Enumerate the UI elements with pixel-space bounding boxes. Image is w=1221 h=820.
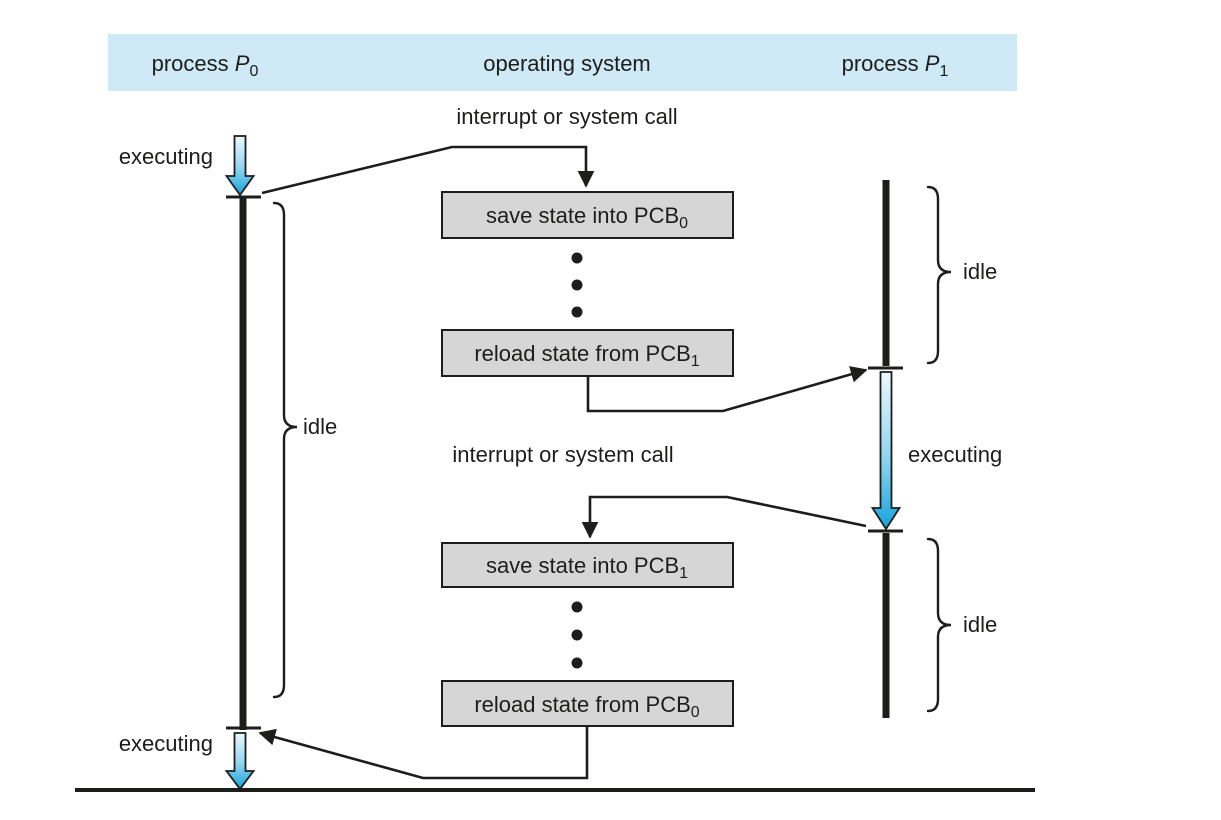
box-reload-state-pcb1: reload state from PCB1 — [441, 329, 734, 377]
box-reload-state-pcb1-rect — [441, 329, 734, 377]
connector-reload-pcb0-to-p0 — [258, 726, 589, 780]
idle-label-p1-bottom: idle — [963, 612, 997, 637]
box-reload-state-pcb0-rect — [441, 680, 734, 727]
box-save-state-pcb0-label: save state into PCB0 — [486, 203, 688, 232]
box-reload-state-pcb0: reload state from PCB0 — [441, 680, 734, 727]
column-label-process-p1: process P1 — [842, 51, 949, 80]
box-save-state-pcb1: save state into PCB1 — [441, 542, 734, 588]
column-label-operating-system: operating system — [483, 51, 651, 76]
interrupt-label-mid: interrupt or system call — [452, 442, 673, 467]
executing-label-p1: executing — [908, 442, 1002, 467]
box-reload-state-pcb1-label: reload state from PCB1 — [474, 341, 699, 370]
box-save-state-pcb1-rect — [441, 542, 734, 588]
executing-label-p0-bottom: executing — [119, 731, 213, 756]
box-save-state-pcb1-label: save state into PCB1 — [486, 553, 688, 582]
column-label-process-p0: process P0 — [152, 51, 259, 80]
idle-brace-p1-top — [926, 185, 952, 365]
idle-label-p1-top: idle — [963, 259, 997, 284]
column-header-bar — [108, 34, 1017, 91]
interrupt-label-top: interrupt or system call — [456, 104, 677, 129]
p0-executing-arrow-top-icon — [224, 135, 256, 197]
p1-executing-arrow-icon — [870, 371, 902, 531]
connector-p1-to-save-pcb1 — [581, 495, 867, 539]
connector-p0-to-save-pcb0 — [261, 145, 595, 195]
idle-brace-p1-bottom — [926, 537, 952, 713]
p0-executing-arrow-bottom-icon — [224, 732, 256, 791]
box-save-state-pcb0-rect — [441, 191, 734, 239]
idle-label-p0: idle — [303, 414, 337, 439]
box-save-state-pcb0: save state into PCB0 — [441, 191, 734, 239]
idle-brace-p0 — [272, 201, 298, 699]
box-reload-state-pcb0-label: reload state from PCB0 — [474, 692, 699, 721]
ellipsis-dots-top — [571, 252, 583, 318]
executing-label-p0-top: executing — [119, 144, 213, 169]
ellipsis-dots-bottom — [571, 601, 583, 669]
connector-reload-pcb1-to-p1 — [586, 366, 868, 413]
